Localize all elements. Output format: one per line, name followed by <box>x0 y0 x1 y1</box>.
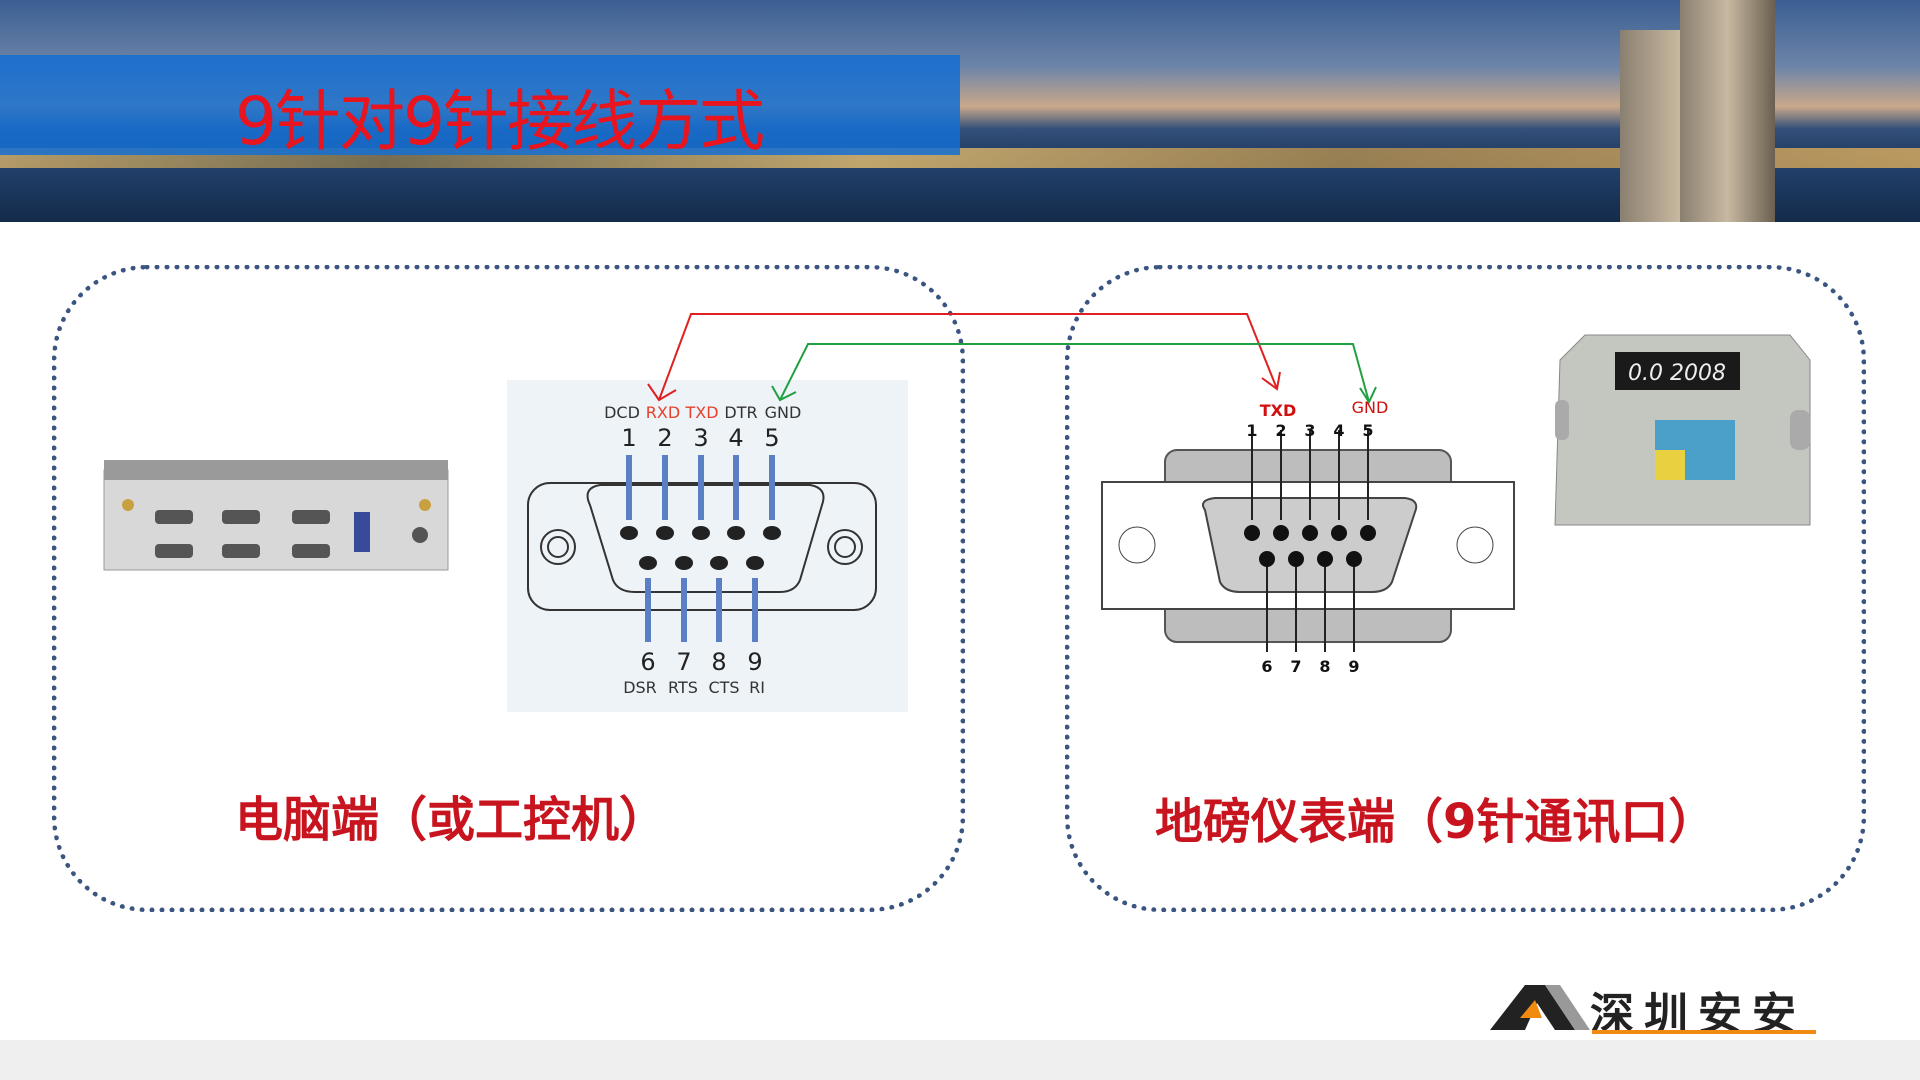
header-banner: 9针对9针接线方式 <box>0 0 1920 222</box>
pc-panel <box>52 265 965 912</box>
pin-signal-label: TXD <box>1260 401 1297 420</box>
footer-band <box>0 1040 1920 1080</box>
pin-number: 2 <box>1275 421 1286 440</box>
pin-signal-label: GND <box>765 403 802 422</box>
pin-number: 3 <box>693 424 708 452</box>
pin-signal-label: DCD <box>604 403 640 422</box>
wire-gnd <box>771 343 1377 405</box>
pin-number: 2 <box>657 424 672 452</box>
pin-number: 1 <box>1246 421 1257 440</box>
company-logo-mark <box>1490 985 1590 1030</box>
harbor-water <box>0 168 1920 222</box>
industrial-pc-image <box>103 460 449 571</box>
pin-number: 7 <box>676 648 691 676</box>
pin-number: 7 <box>1290 657 1301 676</box>
pin-number: 6 <box>1261 657 1272 676</box>
wire-txd-rxd <box>647 313 1281 402</box>
pin-number: 3 <box>1304 421 1315 440</box>
pc-side-label: 电脑端（或工控机） <box>235 792 668 848</box>
indicator-display: 0.0 2008 <box>1628 361 1726 386</box>
pin-signal-label: TXD <box>684 403 718 422</box>
pin-signal-label: RTS <box>668 678 698 697</box>
pin-number: 4 <box>1333 421 1344 440</box>
pin-number: 8 <box>711 648 726 676</box>
page-title: 9针对9针接线方式 <box>235 83 765 160</box>
pin-signal-label: RI <box>749 678 765 697</box>
db9-female-connector-diagram: TXD GND 1 2 3 4 5 6 7 8 9 <box>1101 398 1515 676</box>
wiring-diagram: DCD RXD TXD DTR GND 1 2 3 4 5 6 7 8 9 DS… <box>103 313 1811 1030</box>
pin-number: 5 <box>1362 421 1373 440</box>
pin-number: 1 <box>621 424 636 452</box>
skyscraper <box>1680 0 1775 222</box>
logo-underline <box>1592 1030 1816 1034</box>
pin-signal-label: DSR <box>623 678 657 697</box>
pin-number: 4 <box>728 424 743 452</box>
scale-panel <box>1065 265 1866 912</box>
weighing-indicator-image: 0.0 2008 <box>1554 334 1811 526</box>
pin-number: 9 <box>747 648 762 676</box>
pin-number: 5 <box>764 424 779 452</box>
pin-number: 6 <box>640 648 655 676</box>
pin-signal-label: RXD <box>646 403 680 422</box>
pin-number: 8 <box>1319 657 1330 676</box>
pin-signal-label: CTS <box>708 678 739 697</box>
pin-signal-label: GND <box>1352 398 1389 417</box>
pin-signal-label: DTR <box>724 403 757 422</box>
title-bar <box>0 55 960 155</box>
pin-number: 9 <box>1348 657 1359 676</box>
db9-male-connector-diagram: DCD RXD TXD DTR GND 1 2 3 4 5 6 7 8 9 DS… <box>507 380 908 712</box>
scale-side-label: 地磅仪表端（9针通讯口） <box>1155 794 1717 850</box>
